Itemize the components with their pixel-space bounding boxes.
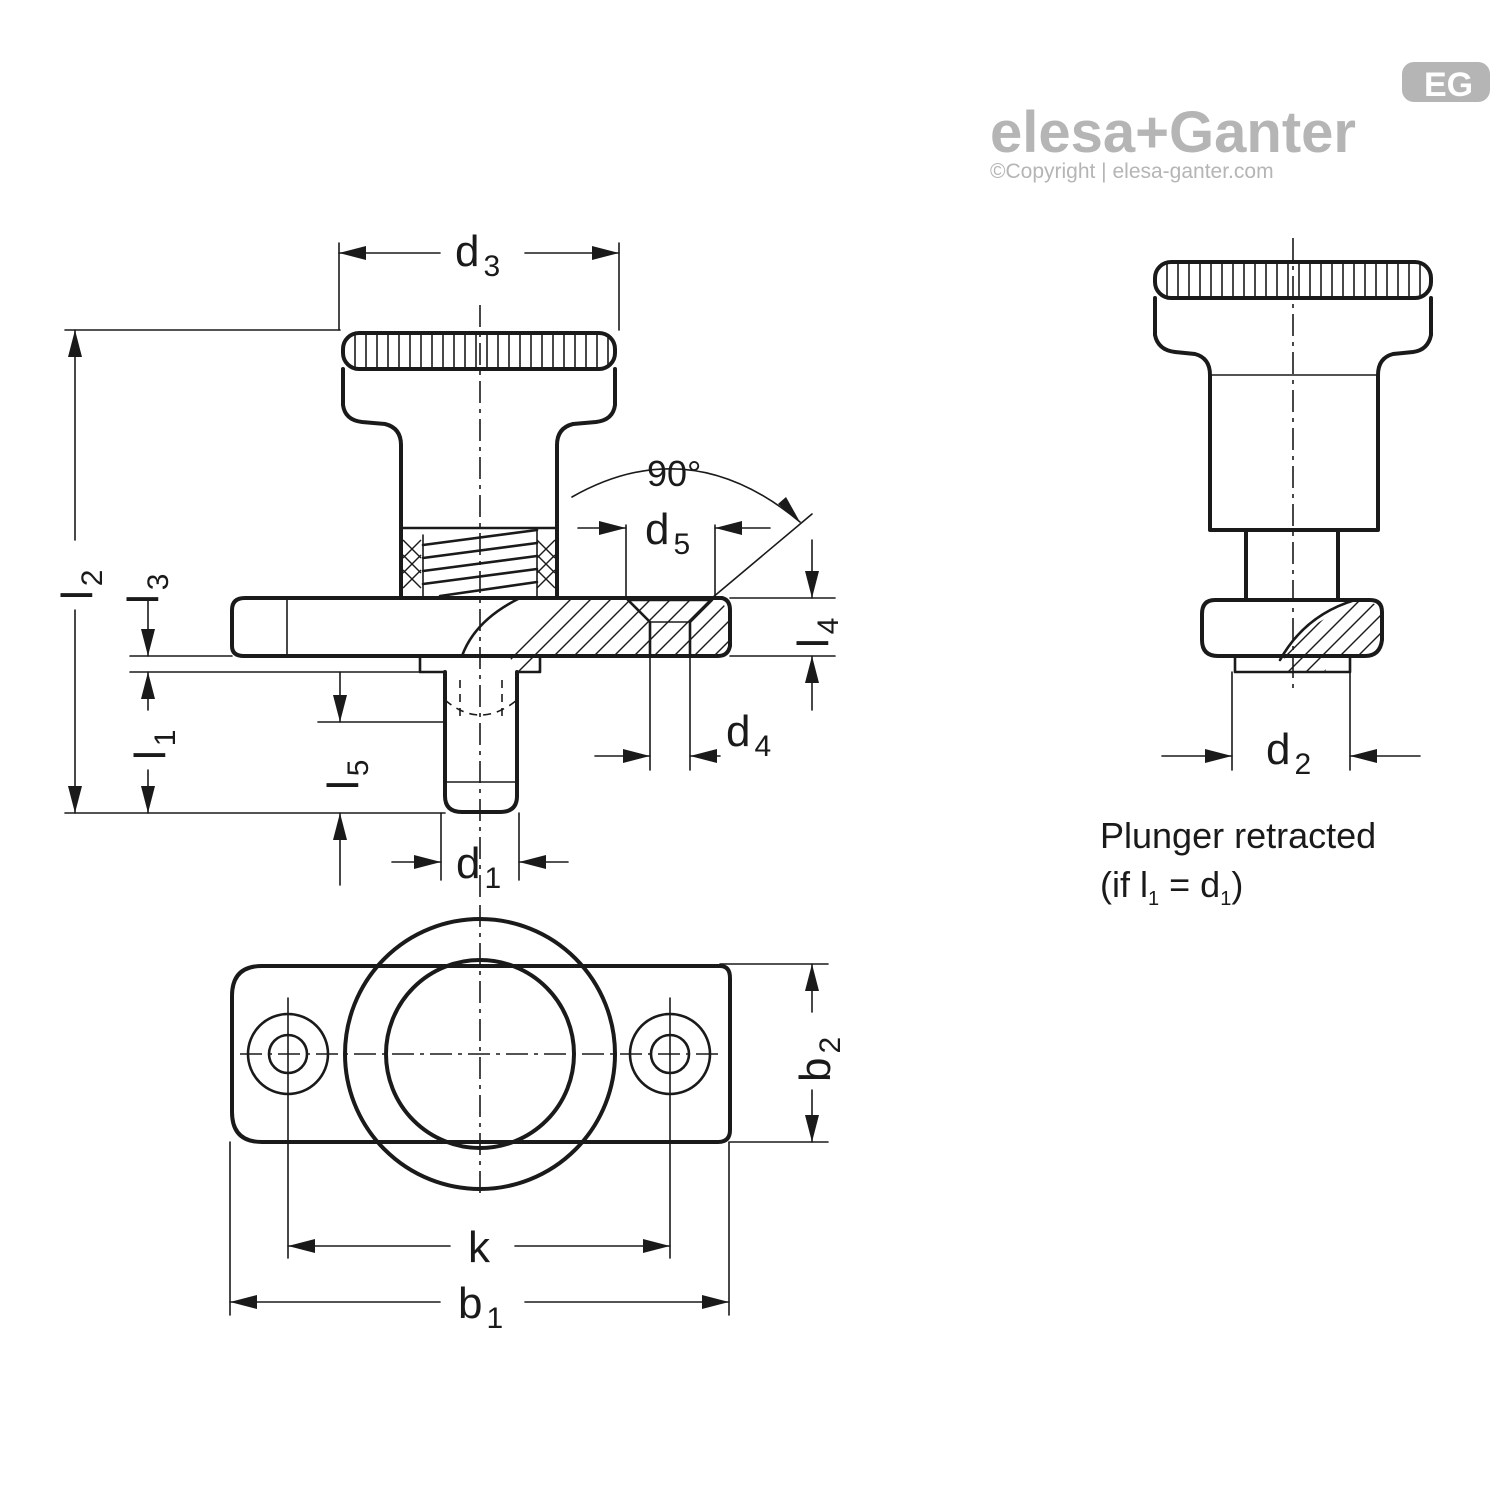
spring-coils	[421, 528, 539, 599]
label-l3: l3	[119, 574, 175, 604]
logo-copyright: ©Copyright | elesa-ganter.com	[990, 160, 1274, 183]
logo-wordmark: elesa+Ganter	[990, 100, 1356, 165]
retracted-knob-body	[1153, 296, 1433, 532]
dimension-l1: l1	[126, 671, 421, 814]
label-l2: l2	[53, 570, 109, 600]
flange-break-line	[460, 596, 522, 658]
label-l4: l4	[789, 618, 845, 648]
retracted-break-line	[1278, 598, 1357, 662]
dimension-l4: l4	[729, 539, 845, 711]
pin-outline	[443, 670, 519, 814]
caption-condition: (if l1 = d1)	[1100, 864, 1243, 910]
label-l1: l1	[126, 730, 182, 760]
angle-arc	[571, 467, 801, 523]
pin-hidden-edge	[444, 699, 518, 716]
retracted-knob-knurling	[1166, 262, 1421, 298]
side-view: 90°	[53, 227, 845, 900]
dimension-l3: l3	[119, 574, 233, 657]
flange	[230, 596, 732, 674]
knob-body-left	[341, 367, 403, 600]
knob	[341, 331, 617, 600]
retracted-section-hatching	[1280, 600, 1385, 672]
label-l5: l5	[319, 760, 375, 790]
nut-crosshatch-right	[536, 539, 556, 589]
knob-body-right	[555, 367, 617, 600]
retracted-knob-rim	[1153, 260, 1433, 300]
flange-top-outline	[230, 964, 732, 1144]
logo-badge-text: EG	[1424, 66, 1473, 104]
dimension-b2: b2	[719, 963, 847, 1143]
knob-knurling	[354, 333, 609, 369]
flange-outline	[230, 596, 732, 658]
retracted-spigot	[1233, 654, 1352, 674]
knob-knurled-rim	[341, 331, 617, 371]
retracted-flange	[1200, 598, 1384, 658]
chamfer-extension-line	[711, 513, 813, 599]
spring-nut	[399, 526, 559, 600]
dimension-l2: l2	[53, 329, 446, 814]
plunger-pin	[443, 670, 519, 814]
countersunk-hole	[626, 598, 714, 658]
label-k: k	[468, 1223, 491, 1272]
nut-crosshatch-left	[402, 539, 422, 589]
brand-logo: EG elesa+Ganter ©Copyright | elesa-gante…	[990, 62, 1490, 183]
dimension-l5: l5	[317, 671, 446, 886]
caption-title: Plunger retracted	[1100, 815, 1376, 856]
label-b2: b2	[791, 1037, 847, 1082]
label-angle: 90°	[647, 453, 701, 494]
dimension-k: k	[287, 1223, 671, 1272]
logo-badge	[1402, 62, 1490, 102]
